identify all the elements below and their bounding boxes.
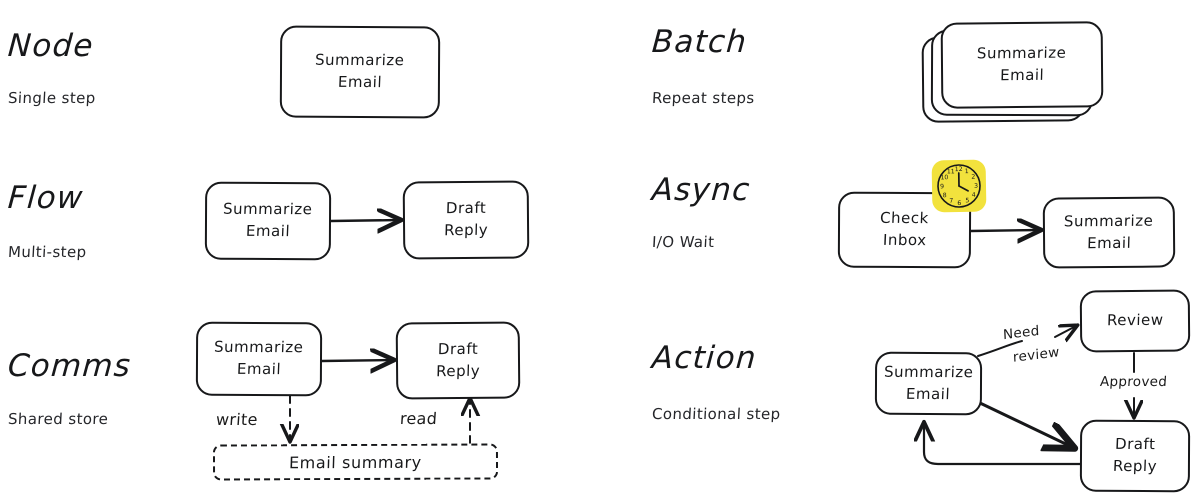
svg-text:10: 10 [940, 174, 948, 181]
card-label-line2: Inbox [882, 230, 927, 250]
card-label-line2: Reply [435, 361, 481, 380]
card-label-line1: Check [879, 209, 930, 228]
comms-card-draft-reply[interactable]: Draft Reply [395, 321, 521, 400]
node-card-summarize-email[interactable]: Summarize Email [279, 25, 441, 119]
edge-label-read: read [399, 409, 438, 428]
section-heading-async: Async [650, 172, 752, 208]
svg-text:8: 8 [943, 192, 947, 199]
svg-text:5: 5 [965, 197, 969, 204]
svg-text:3: 3 [974, 183, 978, 190]
async-card-summarize-email[interactable]: Summarize Email [1042, 196, 1176, 269]
svg-text:2: 2 [971, 174, 975, 181]
action-card-draft-reply[interactable]: Draft Reply [1079, 419, 1191, 493]
card-label-line1: Review [1106, 310, 1164, 330]
card-label-line2: Reply [1112, 456, 1158, 476]
section-heading-comms: Comms [6, 348, 133, 384]
section-subheading-node: Single step [7, 89, 97, 107]
card-label-line2: Email [236, 359, 282, 379]
card-label-line2: Email [906, 384, 951, 403]
card-label-line1: Draft [1114, 435, 1156, 454]
svg-text:1: 1 [965, 168, 969, 175]
section-heading-flow: Flow [6, 180, 85, 216]
edge-action-loopback [924, 424, 1082, 466]
comms-shared-store[interactable]: Email summary [212, 443, 499, 481]
edge-label-approved: Approved [1099, 374, 1168, 390]
svg-text:4: 4 [972, 192, 976, 199]
card-label-line1: Summarize [223, 200, 314, 219]
store-label: Email summary [288, 452, 423, 472]
section-heading-node: Node [6, 28, 95, 64]
card-label-line1: Summarize [1063, 211, 1154, 231]
batch-card-summarize-email[interactable]: Summarize Email [940, 21, 1104, 109]
edge-flow-summarize-to-draft [329, 220, 399, 221]
card-label-line2: Email [1086, 233, 1132, 252]
section-subheading-action: Conditional step [651, 405, 782, 423]
svg-text:6: 6 [957, 200, 961, 207]
section-subheading-async: I/O Wait [651, 233, 715, 251]
flow-card-summarize-email[interactable]: Summarize Email [204, 181, 332, 261]
card-label-line2: Email [337, 72, 383, 92]
edge-comms-summarize-to-draft [320, 360, 392, 361]
action-card-summarize-email[interactable]: Summarize Email [874, 351, 983, 416]
edge-action-need-review-arrow [1054, 326, 1076, 337]
svg-text:12: 12 [955, 166, 963, 173]
svg-text:11: 11 [947, 168, 955, 175]
edge-action-summarize-to-draft [978, 401, 1072, 447]
card-label-line1: Summarize [315, 51, 406, 70]
card-label-line1: Summarize [214, 338, 305, 357]
card-label-line2: Email [999, 65, 1045, 85]
action-card-review[interactable]: Review [1079, 289, 1191, 353]
section-subheading-comms: Shared store [7, 410, 109, 428]
card-label-line1: Draft [445, 199, 487, 218]
card-label-line2: Email [245, 221, 291, 241]
section-heading-batch: Batch [650, 24, 749, 60]
card-label-line1: Summarize [976, 43, 1067, 63]
card-label-line1: Summarize [883, 362, 974, 381]
card-label-line2: Reply [443, 220, 489, 240]
flow-card-draft-reply[interactable]: Draft Reply [402, 180, 530, 260]
edge-label-write: write [215, 410, 259, 429]
section-subheading-flow: Multi-step [7, 243, 88, 261]
section-heading-action: Action [650, 340, 759, 376]
svg-text:7: 7 [949, 198, 953, 205]
clock-icon: 12 1 2 3 4 5 6 7 8 9 10 11 [931, 159, 987, 213]
svg-text:9: 9 [940, 183, 944, 190]
edge-action-need-review [977, 340, 1023, 357]
card-label-line1: Draft [437, 339, 479, 358]
edge-async-check-to-summarize [969, 230, 1039, 231]
section-subheading-batch: Repeat steps [651, 89, 756, 107]
comms-card-summarize-email[interactable]: Summarize Email [195, 321, 323, 397]
